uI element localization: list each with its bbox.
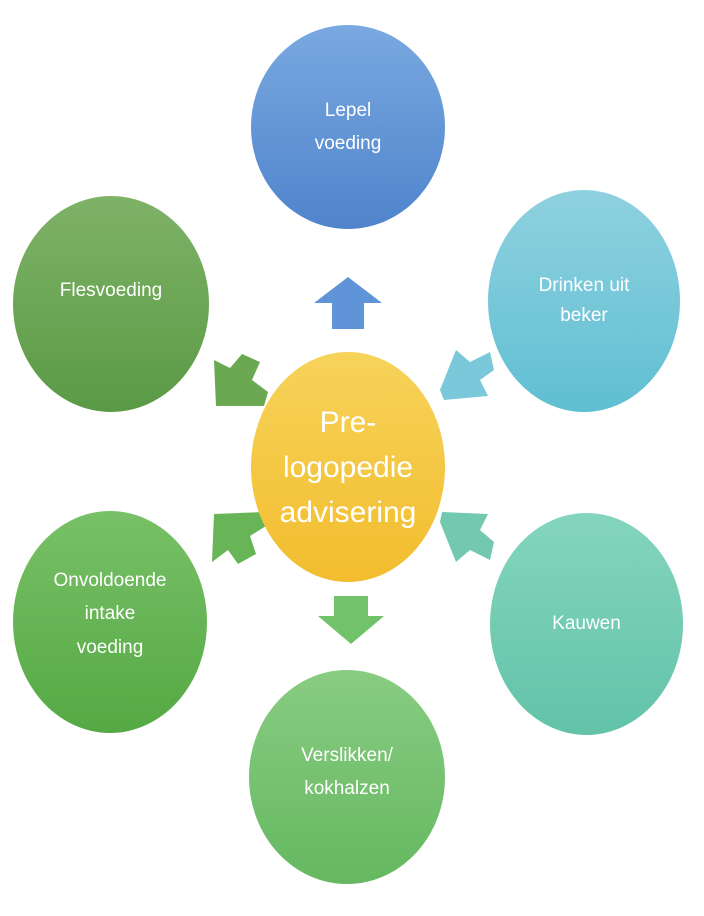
node-label-line: Drinken uit <box>538 274 630 296</box>
node-label-line: intake <box>84 603 136 625</box>
node-label: Lepel voeding <box>315 94 382 161</box>
node-drinken-uit-beker: Drinken uit beker <box>488 190 680 412</box>
node-label: Onvoldoende intake voeding <box>53 564 166 664</box>
arrow-shape <box>314 277 382 329</box>
node-label: Kauwen <box>552 607 621 640</box>
arrow-lower-right-icon <box>440 512 494 562</box>
node-label-line: Kauwen <box>552 613 621 635</box>
node-verslikken-kokhalzen: Verslikken/ kokhalzen <box>249 670 445 884</box>
node-label: Flesvoeding <box>60 274 162 307</box>
node-lepel-voeding: Lepel voeding <box>251 25 445 229</box>
node-label-line: kokhalzen <box>304 778 390 799</box>
node-label-line: Onvoldoende <box>53 570 167 592</box>
center-label: Pre- logopedie advisering <box>280 400 417 535</box>
arrow-up-icon <box>314 277 382 329</box>
node-onvoldoende-intake-voeding: Onvoldoende intake voeding <box>13 511 207 733</box>
node-label-line: Flesvoeding <box>59 280 163 302</box>
node-label-line: Lepel <box>324 99 372 121</box>
node-center-pre-logopedie-advisering: Pre- logopedie advisering <box>251 352 445 582</box>
node-label-line: Verslikken/ <box>301 744 393 766</box>
node-label-line: voeding <box>314 133 382 154</box>
arrow-upper-left-icon <box>214 354 268 406</box>
center-label-line: advisering <box>279 495 417 529</box>
arrow-down-icon <box>318 596 384 644</box>
arrow-shape <box>212 512 266 564</box>
center-label-line: logopedie <box>282 450 414 484</box>
node-label: Verslikken/ kokhalzen <box>301 739 393 806</box>
arrow-lower-left-icon <box>212 512 266 564</box>
node-kauwen: Kauwen <box>490 513 683 735</box>
arrow-shape <box>440 350 494 400</box>
center-label-line: Pre- <box>319 405 377 439</box>
arrow-upper-right-icon <box>440 350 494 400</box>
arrow-shape <box>318 596 384 644</box>
node-flesvoeding: Flesvoeding <box>13 196 209 412</box>
node-label: Drinken uit beker <box>539 271 630 332</box>
arrow-shape <box>214 354 268 406</box>
arrow-shape <box>440 512 494 562</box>
node-label-line: beker <box>560 305 608 326</box>
node-label-line: voeding <box>76 636 144 658</box>
